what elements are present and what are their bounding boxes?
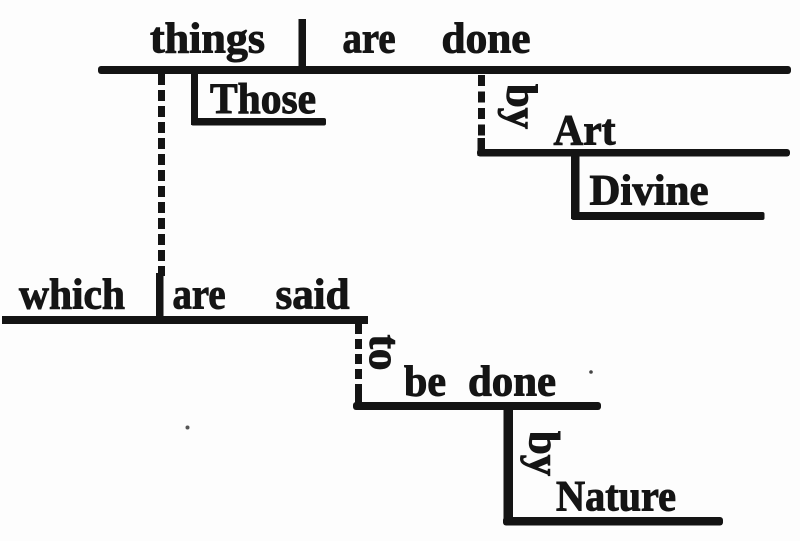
svg-text:by: by bbox=[498, 84, 545, 129]
svg-text:Those: Those bbox=[210, 76, 316, 123]
svg-text:Art: Art bbox=[554, 108, 617, 155]
svg-text:things: things bbox=[150, 16, 265, 63]
svg-text:Nature: Nature bbox=[556, 474, 676, 521]
svg-text:to: to bbox=[360, 335, 407, 371]
svg-text:done: done bbox=[468, 359, 556, 406]
svg-text:done: done bbox=[442, 16, 531, 63]
svg-text:said: said bbox=[276, 272, 350, 319]
svg-text:are: are bbox=[343, 16, 396, 63]
svg-text:which: which bbox=[19, 272, 125, 319]
svg-text:by: by bbox=[520, 431, 567, 476]
svg-text:Divine: Divine bbox=[590, 168, 709, 215]
svg-text:are: are bbox=[173, 272, 226, 319]
svg-text:be: be bbox=[404, 359, 446, 406]
